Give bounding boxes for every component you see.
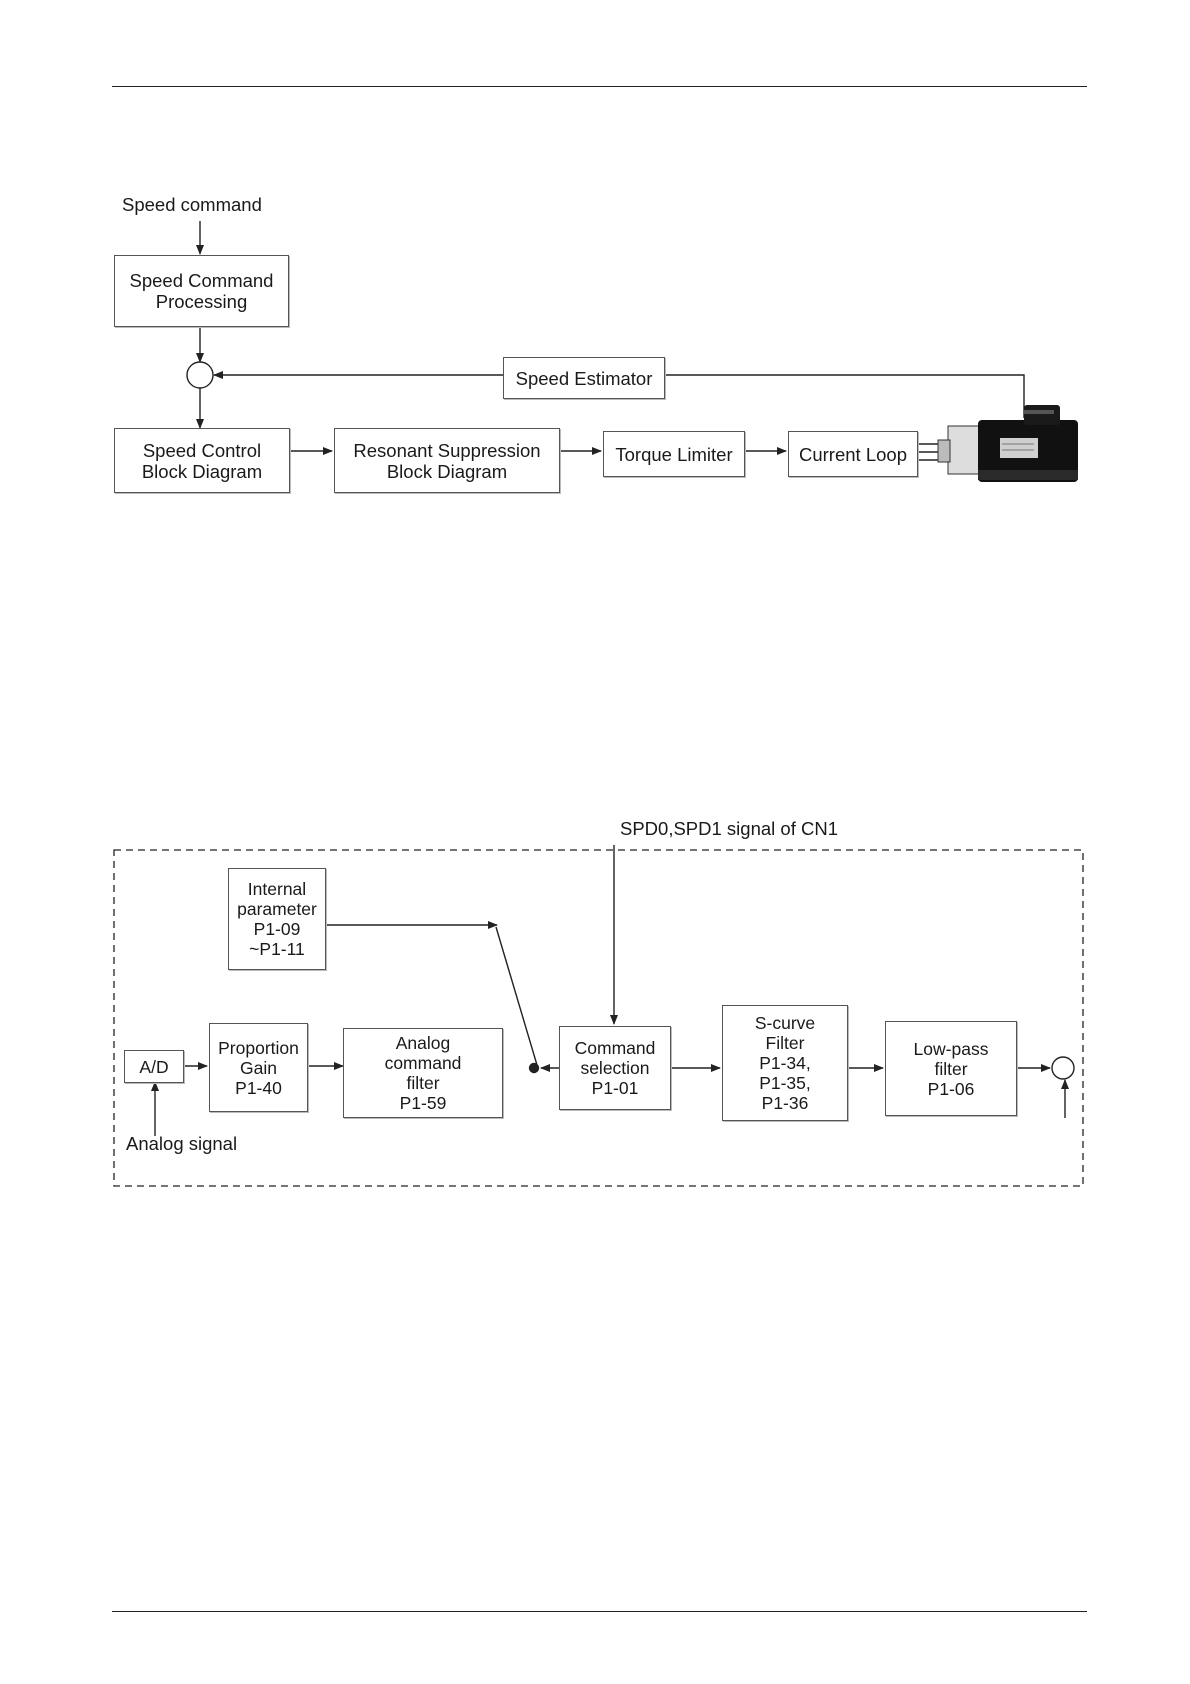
switch-node xyxy=(528,1062,540,1074)
internal-parameter-block: Internal parameter P1-09 ~P1-11 xyxy=(228,868,326,970)
command-selection-block: Command selection P1-01 xyxy=(559,1026,671,1110)
summing-junction-1 xyxy=(186,361,214,389)
speed-control-block: Speed Control Block Diagram xyxy=(114,428,290,493)
spd-signal-label: SPD0,SPD1 signal of CN1 xyxy=(620,818,838,839)
feedback-motor-to-estimator xyxy=(665,374,1025,418)
proportion-gain-block: Proportion Gain P1-40 xyxy=(209,1023,308,1112)
footer-rule xyxy=(112,1611,1087,1612)
dashed-frame xyxy=(113,849,1084,1187)
low-pass-filter-block: Low-pass filter P1-06 xyxy=(885,1021,1017,1116)
resonant-suppression-block: Resonant Suppression Block Diagram xyxy=(334,428,560,493)
servo-motor-image xyxy=(937,405,1078,482)
ad-converter-block: A/D xyxy=(124,1050,184,1083)
speed-estimator-block: Speed Estimator xyxy=(503,357,665,399)
header-rule xyxy=(112,86,1087,87)
speed-command-processing-block: Speed Command Processing xyxy=(114,255,289,327)
current-loop-block: Current Loop xyxy=(788,431,918,477)
analog-signal-label: Analog signal xyxy=(126,1133,238,1154)
switch-contact xyxy=(495,926,538,1066)
summing-junction-2 xyxy=(1051,1056,1075,1080)
analog-command-filter-block: Analog command filter P1-59 xyxy=(343,1028,503,1118)
s-curve-filter-block: S-curve Filter P1-34, P1-35, P1-36 xyxy=(722,1005,848,1121)
torque-limiter-block: Torque Limiter xyxy=(603,431,745,477)
speed-command-label: Speed command xyxy=(122,194,262,215)
